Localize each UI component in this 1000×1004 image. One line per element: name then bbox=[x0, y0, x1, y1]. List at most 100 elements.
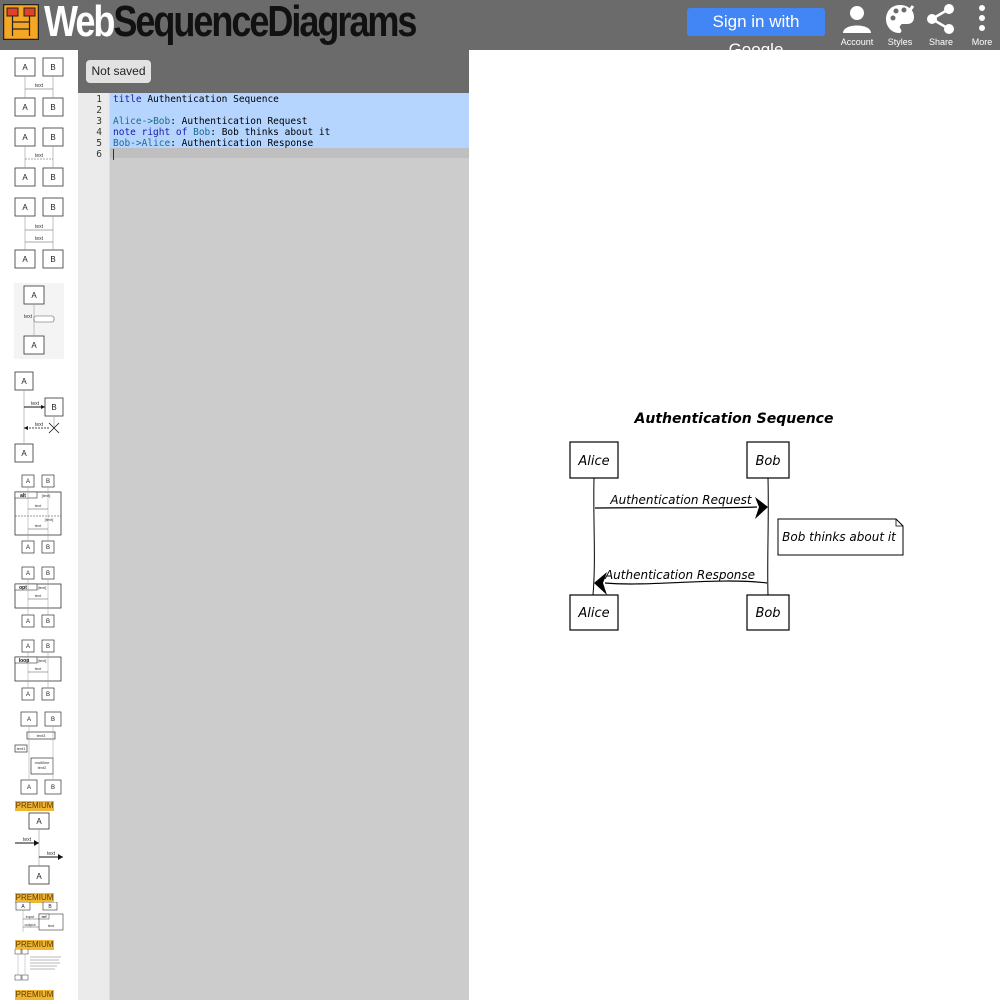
svg-text:A: A bbox=[26, 571, 30, 577]
svg-text:A: A bbox=[22, 203, 28, 212]
brand-title[interactable]: WebSequenceDiagrams bbox=[44, 0, 418, 48]
svg-text:[text]: [text] bbox=[38, 658, 47, 663]
palette-icon bbox=[886, 5, 915, 33]
top-bar: WebSequenceDiagrams Sign in with Google … bbox=[0, 0, 1000, 59]
code-text: : Authentication Response bbox=[170, 138, 314, 149]
svg-text:B: B bbox=[46, 571, 50, 577]
text-cursor bbox=[113, 149, 114, 160]
participant-name: Bob bbox=[113, 138, 131, 149]
share-icon bbox=[927, 4, 954, 34]
svg-text:B: B bbox=[50, 103, 55, 112]
svg-text:A: A bbox=[21, 449, 27, 458]
svg-text:A: A bbox=[21, 904, 25, 910]
styles-button[interactable]: Styles bbox=[875, 0, 925, 50]
sequence-diagram: Authentication Sequence Alice Bob Authen… bbox=[569, 411, 904, 631]
svg-text:A: A bbox=[27, 785, 31, 791]
participant-alice-top bbox=[569, 441, 619, 479]
svg-text:A: A bbox=[36, 872, 42, 881]
arrow-token: -> bbox=[130, 138, 142, 149]
svg-text:B: B bbox=[50, 63, 55, 72]
svg-text:alt: alt bbox=[20, 493, 26, 499]
share-label: Share bbox=[928, 37, 954, 47]
participant-name: Alice bbox=[141, 138, 171, 149]
text-selection bbox=[78, 93, 469, 148]
svg-text:B: B bbox=[46, 644, 50, 650]
note-box bbox=[777, 518, 904, 556]
premium-badge: PREMIUM bbox=[15, 801, 54, 811]
svg-text:A: A bbox=[22, 103, 28, 112]
svg-text:A: A bbox=[26, 692, 30, 698]
participant-bob-top bbox=[746, 441, 790, 479]
code-text: : Bob thinks about it bbox=[210, 127, 331, 138]
svg-text:text: text bbox=[23, 837, 32, 843]
account-button[interactable]: Account bbox=[832, 0, 882, 50]
note-fold bbox=[895, 519, 903, 527]
svg-text:B: B bbox=[46, 545, 50, 551]
more-button[interactable]: More bbox=[957, 0, 1000, 50]
template-premium-arrows[interactable]: A A text text bbox=[13, 812, 65, 886]
premium-badge: PREMIUM bbox=[15, 940, 54, 950]
code-line-5: Bob->Alice: Authentication Response bbox=[113, 138, 313, 149]
lifeline-alice bbox=[592, 477, 595, 596]
svg-text:multiline: multiline bbox=[35, 760, 50, 765]
svg-text:B: B bbox=[51, 785, 55, 791]
code-editor[interactable]: title Authentication Sequence Alice->Bob… bbox=[110, 93, 469, 1000]
svg-text:A: A bbox=[36, 817, 42, 826]
arrowhead bbox=[755, 497, 768, 519]
arrow-token: -> bbox=[141, 116, 154, 127]
svg-text:A: A bbox=[27, 717, 31, 723]
code-text: : Authentication Request bbox=[170, 116, 308, 127]
person-icon bbox=[843, 6, 871, 33]
svg-text:A: A bbox=[31, 291, 37, 300]
premium-badge: PREMIUM bbox=[15, 990, 54, 1000]
svg-text:B: B bbox=[50, 255, 55, 264]
code-line-4: note right of Bob: Bob thinks about it bbox=[113, 127, 330, 138]
template-self-signal[interactable]: A A text bbox=[13, 282, 65, 360]
svg-text:text: text bbox=[31, 401, 40, 407]
svg-text:text: text bbox=[35, 153, 44, 159]
svg-text:text: text bbox=[24, 314, 33, 320]
more-label: More bbox=[971, 37, 993, 47]
share-button[interactable]: Share bbox=[916, 0, 966, 50]
svg-text:B: B bbox=[51, 403, 56, 412]
svg-text:B: B bbox=[46, 692, 50, 698]
svg-text:A: A bbox=[21, 377, 27, 386]
brand-web: Web bbox=[44, 0, 115, 46]
editor-panel: Not saved 1 2 3 4 5 6 title Authenticati… bbox=[78, 50, 469, 1000]
participant-alice-bottom bbox=[569, 594, 619, 631]
svg-text:loop: loop bbox=[19, 658, 30, 664]
keyword: note right of bbox=[113, 127, 188, 138]
template-premium-text[interactable] bbox=[13, 949, 65, 985]
svg-text:text: text bbox=[35, 593, 42, 598]
brand-sequence-diagrams: SequenceDiagrams bbox=[113, 0, 417, 46]
svg-text:A: A bbox=[22, 63, 28, 72]
svg-text:[text]: [text] bbox=[45, 517, 54, 522]
svg-text:B: B bbox=[46, 479, 50, 485]
line-gutter: 1 2 3 4 5 6 bbox=[78, 93, 110, 1000]
svg-text:text: text bbox=[35, 236, 44, 242]
message-label: Authentication Response bbox=[604, 568, 755, 582]
save-status-button[interactable]: Not saved bbox=[86, 60, 151, 83]
svg-text:A: A bbox=[22, 133, 28, 142]
sign-in-google-button[interactable]: Sign in with Google bbox=[687, 8, 825, 59]
svg-text:B: B bbox=[51, 717, 55, 723]
line-number: 1 bbox=[96, 94, 102, 105]
premium-badge: PREMIUM bbox=[15, 893, 54, 903]
participant-label: Alice bbox=[577, 454, 609, 469]
line-number: 4 bbox=[96, 127, 102, 138]
code-line-3: Alice->Bob: Authentication Request bbox=[113, 116, 308, 127]
svg-text:text2: text2 bbox=[38, 765, 47, 770]
svg-text:text: text bbox=[47, 851, 56, 857]
line-number: 6 bbox=[96, 149, 102, 160]
logo-icon[interactable] bbox=[2, 3, 40, 41]
svg-text:A: A bbox=[31, 341, 37, 350]
